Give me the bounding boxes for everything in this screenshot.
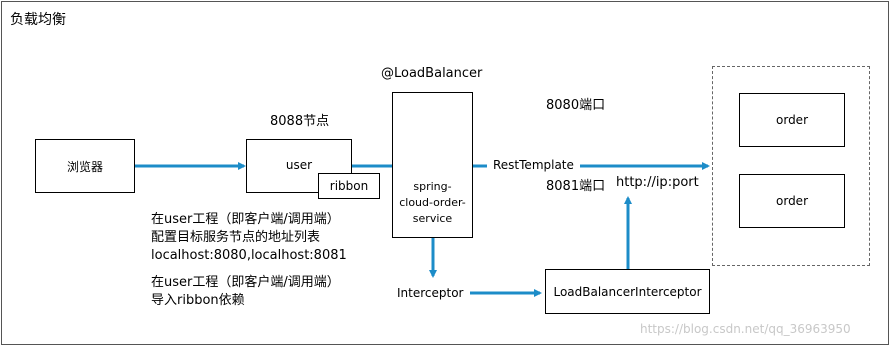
watermark: https://blog.csdn.net/qq_36963950 — [640, 322, 851, 336]
label-8081: 8081端口 — [546, 179, 606, 194]
order-box-top: order — [739, 93, 845, 147]
label-8080: 8080端口 — [546, 98, 606, 113]
order-box-bottom: order — [739, 174, 845, 228]
order-bottom-label: order — [776, 194, 808, 208]
label-loadbalancer: @LoadBalancer — [381, 66, 483, 81]
label-interceptor: Interceptor — [397, 286, 464, 300]
order-cluster-group — [712, 66, 870, 266]
ribbon-label: ribbon — [329, 179, 369, 193]
loadbalancer-interceptor-box: LoadBalancerInterceptor — [545, 269, 710, 314]
label-resttemplate: RestTemplate — [493, 158, 574, 172]
order-top-label: order — [776, 113, 808, 127]
user-label: user — [285, 158, 313, 172]
note1-line3: localhost:8080,localhost:8081 — [151, 248, 347, 263]
note1-line2: 配置目标服务节点的地址列表 — [151, 230, 321, 245]
diagram-title: 负载均衡 — [10, 12, 66, 28]
label-8088: 8088节点 — [270, 114, 330, 129]
user-box: user — [246, 139, 352, 193]
note-ribbon-dependency: 在user工程（即客户端/调用端） 导入ribbon依赖 — [151, 274, 340, 310]
ribbon-box: ribbon — [318, 173, 380, 199]
label-ip-port: http://ip:port — [616, 175, 699, 190]
note-address-list: 在user工程（即客户端/调用端） 配置目标服务节点的地址列表 localhos… — [151, 211, 347, 265]
browser-label: 浏览器 — [66, 159, 103, 174]
note1-line1: 在user工程（即客户端/调用端） — [151, 212, 340, 227]
note2-line2: 导入ribbon依赖 — [151, 293, 245, 308]
order-service-label: spring-cloud-order-service — [399, 180, 466, 225]
note2-line1: 在user工程（即客户端/调用端） — [151, 275, 340, 290]
order-service-box: spring-cloud-order-service — [392, 92, 473, 238]
loadbalancer-interceptor-label: LoadBalancerInterceptor — [553, 284, 702, 299]
browser-box: 浏览器 — [35, 139, 135, 193]
